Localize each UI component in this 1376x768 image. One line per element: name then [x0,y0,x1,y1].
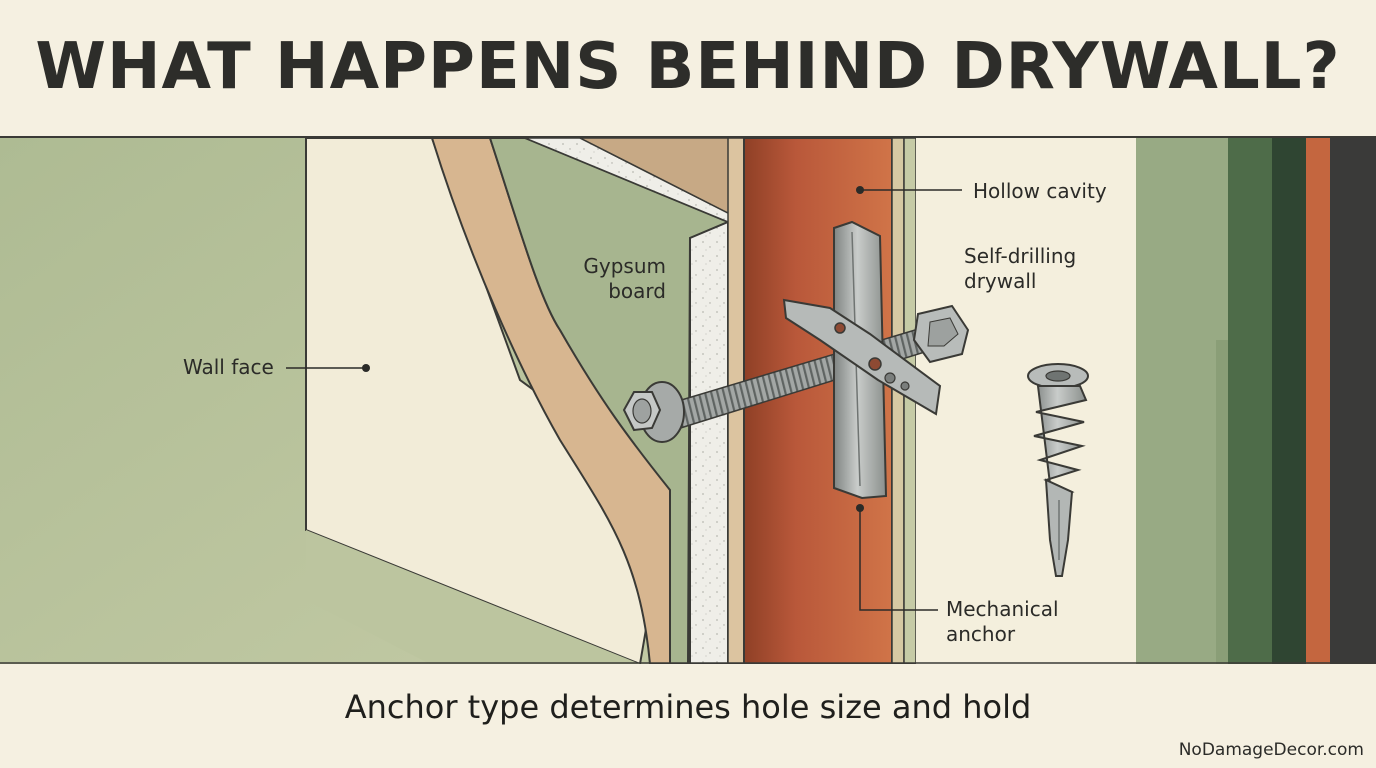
stripe-charcoal-step [1330,560,1342,664]
drywall-cross-section [0,138,1376,664]
site-credit: NoDamageDecor.com [1178,740,1364,760]
gypsum-core [488,138,731,664]
mechanical-anchor-icon [622,220,970,500]
stripe-green [1228,138,1272,664]
wall-panel-shadow [306,530,640,664]
label-gypsum-board: Gypsum board [583,254,666,303]
stripe-sage-dark [1216,340,1230,664]
label-hollow-cavity: Hollow cavity [973,179,1107,203]
self-drilling-anchor-icon [1027,363,1089,577]
stripe-sage [1136,138,1228,664]
leader-wall-face [286,364,370,372]
cream-panel-right [916,138,1136,664]
page-title: WHAT HAPPENS BEHIND DRYWALL? [35,30,1341,104]
leader-mechanical-anchor [856,504,938,611]
title-divider [0,136,1376,138]
back-layer-strip [891,138,905,664]
gypsum-board-edge [689,220,729,664]
leader-hollow-cavity [856,186,962,194]
label-mechanical-anchor: Mechanical anchor [946,597,1059,646]
label-self-drilling-drywall: Self-drilling drywall [964,244,1077,293]
stripe-dark-green [1272,138,1306,664]
caption: Anchor type determines hole size and hol… [344,688,1032,726]
label-wall-face: Wall face [183,355,274,379]
